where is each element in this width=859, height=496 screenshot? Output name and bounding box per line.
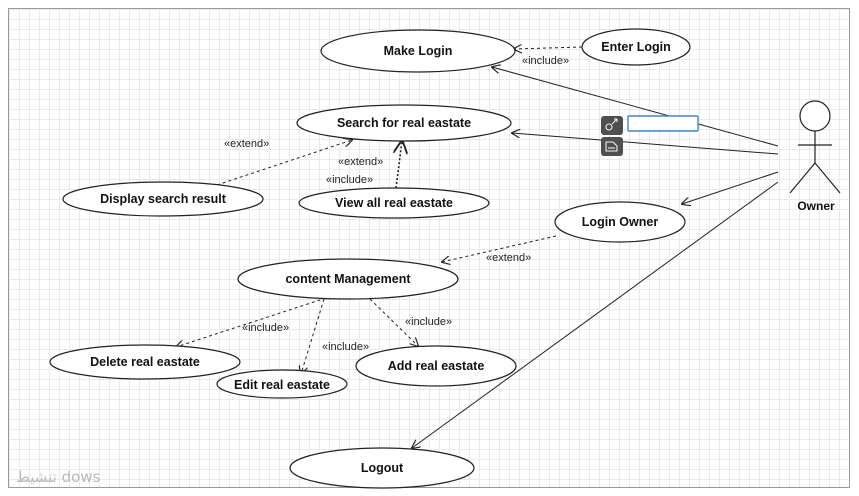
use-case-content-management-label: content Management (285, 272, 411, 286)
label-edit-input[interactable] (627, 115, 699, 132)
extend-login-owner-content (442, 235, 557, 262)
include-view-all-search (396, 141, 402, 189)
label-include-view-all: «include» (326, 174, 373, 186)
include-content-add (369, 298, 418, 346)
use-case-view-all-label: View all real eastate (335, 196, 453, 210)
actor-owner-label: Owner (797, 199, 835, 213)
note-tool-button[interactable] (601, 137, 623, 156)
use-case-delete-label: Delete real eastate (90, 355, 200, 369)
actor-owner[interactable] (789, 100, 841, 194)
use-case-make-login-label: Make Login (384, 44, 453, 58)
use-case-display-result[interactable]: Display search result (62, 181, 264, 217)
actor-left-leg (789, 162, 816, 194)
use-case-enter-login[interactable]: Enter Login (581, 28, 691, 66)
use-case-login-owner-label: Login Owner (582, 215, 659, 229)
use-case-add-label: Add real eastate (388, 359, 485, 373)
use-case-display-result-label: Display search result (100, 192, 227, 206)
note-icon (605, 141, 618, 152)
use-case-logout[interactable]: Logout (289, 447, 475, 489)
activation-watermark: تنشيط dows (16, 468, 101, 486)
page-margin (0, 0, 8, 496)
connector-tool-button[interactable] (601, 116, 623, 135)
label-extend-view-all: «extend» (338, 156, 383, 168)
label-include-add: «include» (405, 316, 452, 328)
use-case-make-login[interactable]: Make Login (320, 29, 516, 73)
actor-right-leg (814, 162, 841, 194)
assoc-owner-logout (412, 181, 779, 448)
include-content-delete (176, 297, 327, 347)
use-case-login-owner[interactable]: Login Owner (554, 201, 686, 243)
label-include-edit: «include» (322, 341, 369, 353)
connector-icon (605, 118, 618, 131)
include-enter-login (514, 47, 583, 49)
label-include-enter-login: «include» (522, 55, 569, 67)
label-include-delete: «include» (242, 322, 289, 334)
label-extend-content: «extend» (486, 252, 531, 264)
use-case-enter-login-label: Enter Login (601, 40, 670, 54)
actor-head (799, 100, 831, 132)
use-case-delete[interactable]: Delete real eastate (49, 344, 241, 380)
diagram-canvas (8, 8, 850, 488)
assoc-owner-make-login (492, 67, 779, 147)
use-case-add[interactable]: Add real eastate (355, 345, 517, 387)
assoc-owner-login-owner (682, 171, 779, 204)
use-case-search[interactable]: Search for real eastate (296, 104, 512, 142)
use-case-content-management[interactable]: content Management (237, 258, 459, 300)
connectors (176, 47, 779, 448)
use-case-logout-label: Logout (361, 461, 404, 475)
use-case-search-label: Search for real eastate (337, 116, 471, 130)
assoc-owner-search (512, 133, 779, 155)
use-case-edit-label: Edit real eastate (234, 378, 330, 392)
use-case-view-all[interactable]: View all real eastate (298, 187, 490, 219)
include-content-edit (301, 298, 325, 374)
use-case-edit[interactable]: Edit real eastate (216, 369, 348, 399)
label-extend-display: «extend» (224, 138, 269, 150)
